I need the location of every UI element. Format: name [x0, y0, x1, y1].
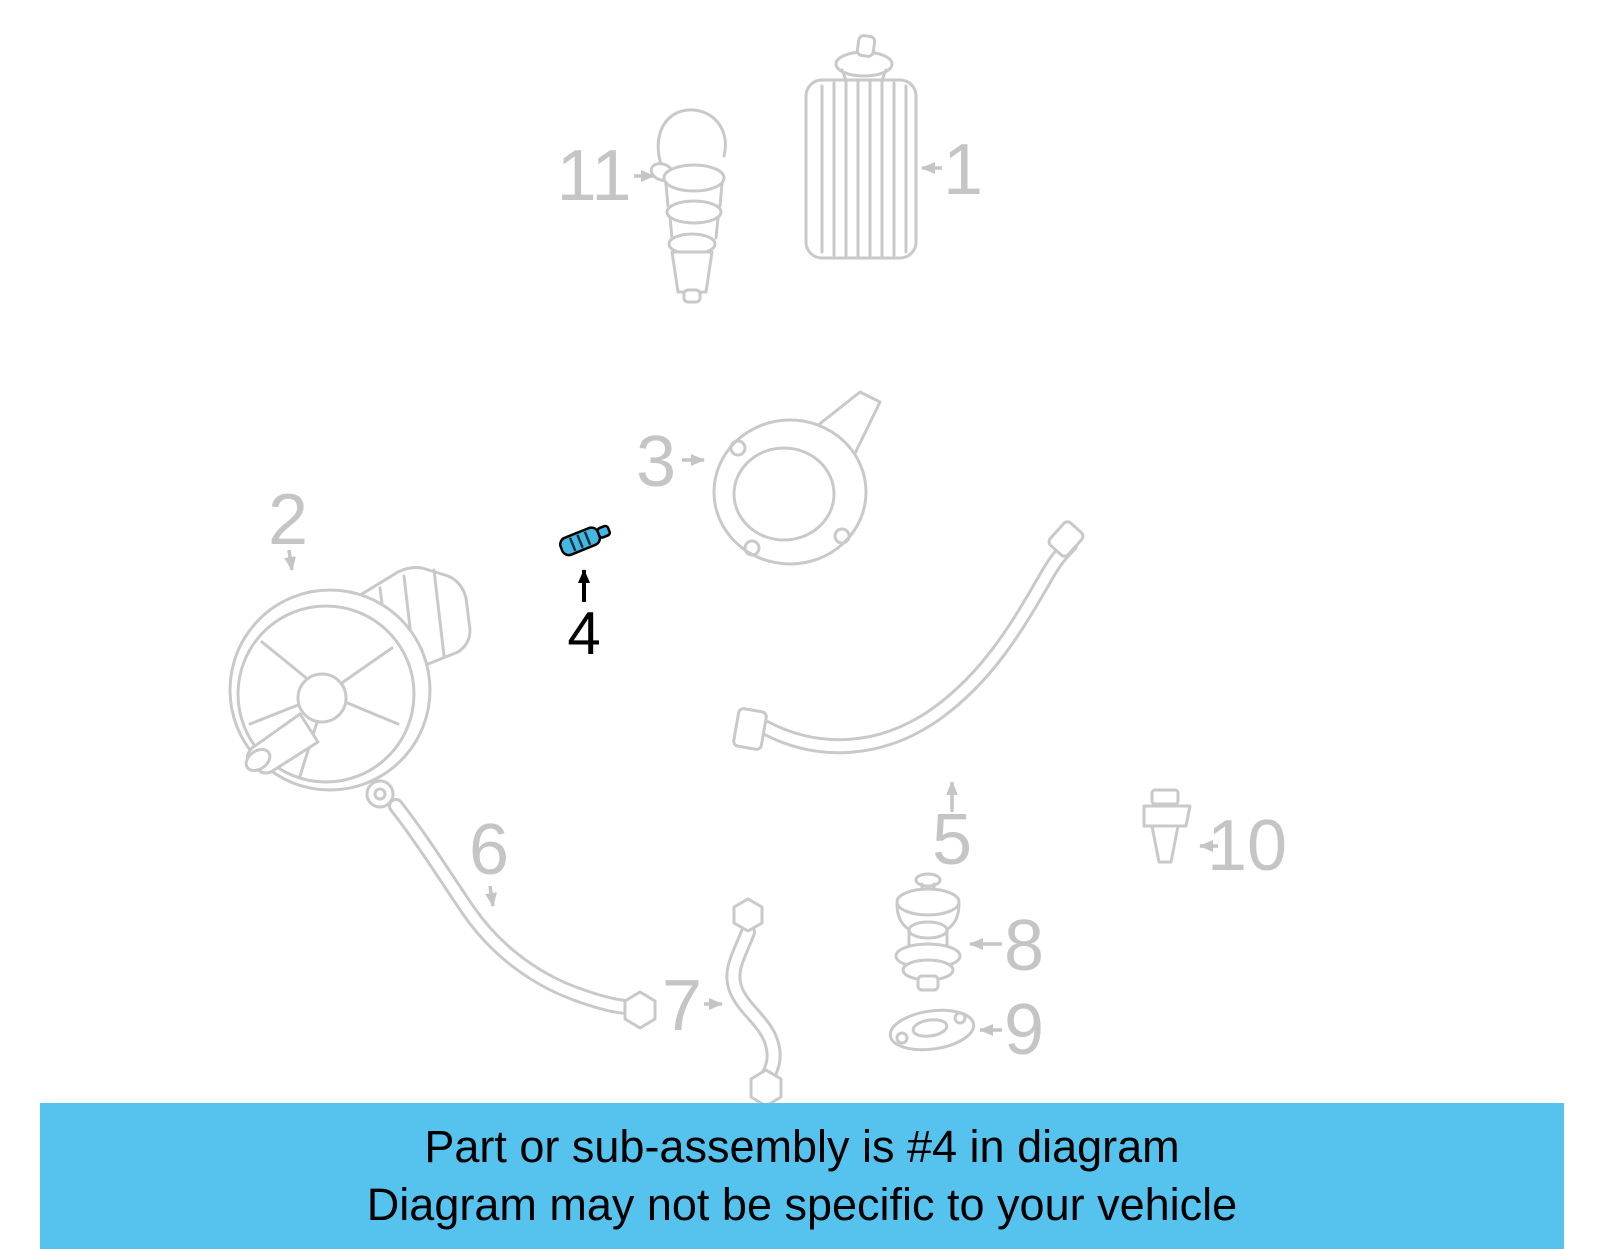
part-10-clip [1142, 788, 1192, 864]
callout-label-11: 11 [557, 136, 632, 216]
callout-label-5: 5 [932, 800, 972, 880]
callout-arrow-6 [485, 885, 498, 907]
callout-label-3: 3 [636, 422, 676, 502]
callout-label-7: 7 [662, 966, 702, 1046]
part-5-hose [732, 520, 1085, 755]
part-7-pipe [725, 897, 783, 1103]
callout-label-2: 2 [268, 480, 308, 560]
callout-arrow-2 [284, 549, 297, 571]
callout-label-9: 9 [1004, 990, 1044, 1070]
banner-line-2: Diagram may not be specific to your vehi… [366, 1179, 1238, 1230]
part-8-valve [894, 872, 962, 992]
callout-label-1: 1 [943, 130, 983, 210]
part-6-hose [365, 779, 657, 1030]
part-1-canister [804, 34, 918, 260]
part-4-highlighted-valve [559, 524, 612, 557]
callout-label-6: 6 [469, 810, 509, 890]
parts-diagram: 1 11 3 2 4 5 10 6 7 8 9 [228, 34, 1287, 1103]
part-9-gasket [888, 1008, 976, 1052]
part-11-check-valve-assembly [649, 108, 727, 304]
banner-line-1: Part or sub-assembly is #4 in diagram [424, 1121, 1180, 1173]
part-2-air-pump [228, 566, 472, 792]
part-3-bracket [712, 390, 882, 566]
callout-label-4: 4 [567, 600, 600, 667]
info-banner: Part or sub-assembly is #4 in diagram Di… [40, 1103, 1564, 1249]
callout-label-10: 10 [1207, 806, 1287, 886]
callout-label-8: 8 [1004, 906, 1044, 986]
